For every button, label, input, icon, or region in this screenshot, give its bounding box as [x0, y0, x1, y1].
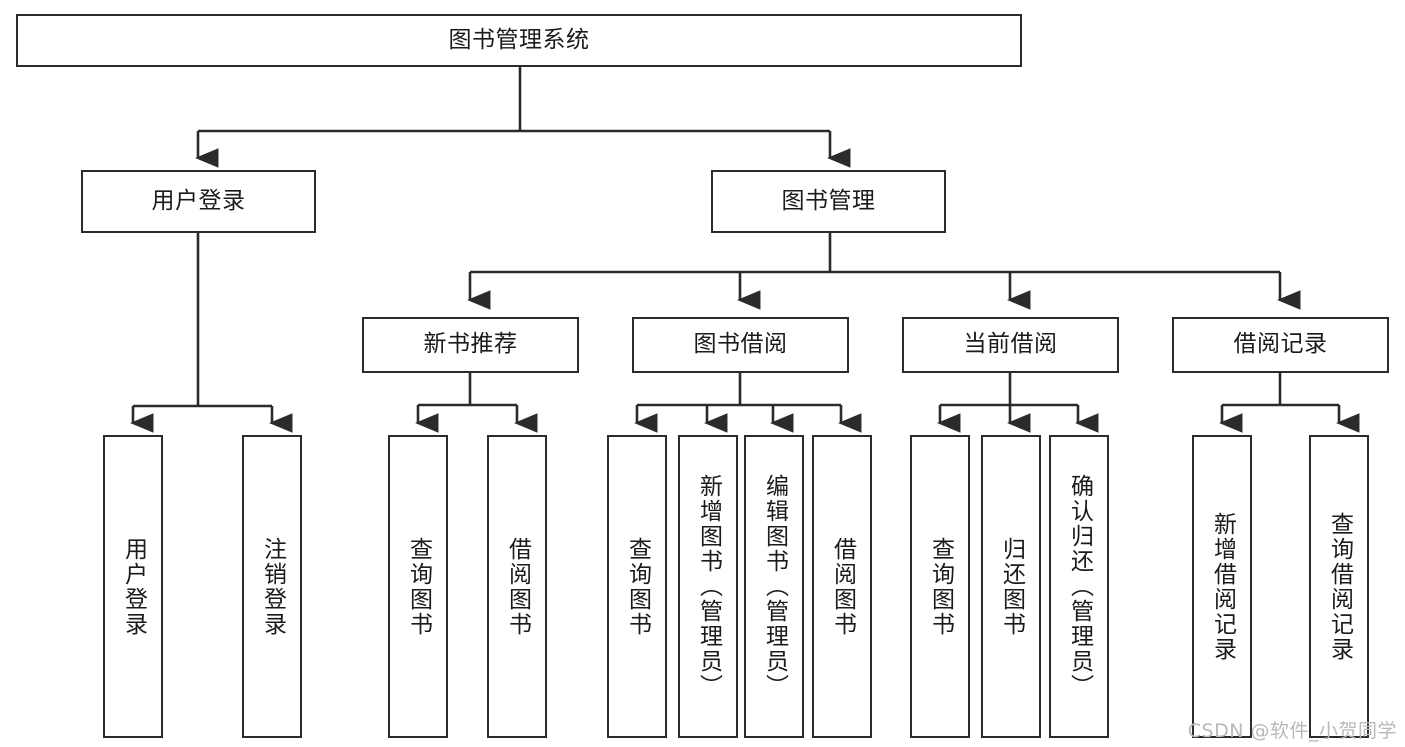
- leaf-label: 编辑图书（管理员）: [761, 474, 788, 699]
- leaf-label: 新增图书（管理员）: [695, 474, 722, 699]
- leaf-user-login-signout[interactable]: 注销登录: [242, 435, 302, 738]
- leaf-record-query-record[interactable]: 查询借阅记录: [1309, 435, 1369, 738]
- csdn-watermark: CSDN @软件_小贺同学: [1187, 720, 1397, 742]
- node-root-label: 图书管理系统: [448, 26, 590, 53]
- leaf-recommend-query-book[interactable]: 查询图书: [388, 435, 448, 738]
- leaf-label: 归还图书: [998, 536, 1025, 637]
- leaf-borrow-borrow-book[interactable]: 借阅图书: [812, 435, 872, 738]
- node-user-login[interactable]: 用户登录: [81, 170, 316, 233]
- leaf-label: 查询图书: [624, 536, 651, 637]
- node-book-management[interactable]: 图书管理: [711, 170, 946, 233]
- node-new-book-recommend-label: 新书推荐: [423, 331, 518, 358]
- leaf-record-add-record[interactable]: 新增借阅记录: [1192, 435, 1252, 738]
- node-borrow-record[interactable]: 借阅记录: [1172, 317, 1389, 373]
- leaf-current-return-book[interactable]: 归还图书: [981, 435, 1041, 738]
- leaf-label: 查询图书: [405, 536, 432, 637]
- node-current-borrow-label: 当前借阅: [963, 331, 1058, 358]
- node-book-borrow[interactable]: 图书借阅: [632, 317, 849, 373]
- node-book-management-label: 图书管理: [781, 187, 876, 214]
- node-current-borrow[interactable]: 当前借阅: [902, 317, 1119, 373]
- leaf-label: 用户登录: [120, 536, 147, 637]
- leaf-label: 确认归还（管理员）: [1066, 474, 1093, 699]
- node-root-system[interactable]: 图书管理系统: [16, 14, 1022, 67]
- leaf-borrow-query-book[interactable]: 查询图书: [607, 435, 667, 738]
- leaf-label: 查询借阅记录: [1326, 511, 1353, 662]
- leaf-label: 借阅图书: [829, 536, 856, 637]
- node-book-borrow-label: 图书借阅: [693, 331, 788, 358]
- leaf-label: 借阅图书: [504, 536, 531, 637]
- leaf-label: 新增借阅记录: [1209, 511, 1236, 662]
- leaf-user-login-signin[interactable]: 用户登录: [103, 435, 163, 738]
- leaf-borrow-add-book-admin[interactable]: 新增图书（管理员）: [678, 435, 738, 738]
- leaf-label: 查询图书: [927, 536, 954, 637]
- leaf-borrow-edit-book-admin[interactable]: 编辑图书（管理员）: [744, 435, 804, 738]
- leaf-label: 注销登录: [259, 536, 286, 637]
- leaf-current-query-book[interactable]: 查询图书: [910, 435, 970, 738]
- leaf-current-confirm-return-admin[interactable]: 确认归还（管理员）: [1049, 435, 1109, 738]
- leaf-recommend-borrow-book[interactable]: 借阅图书: [487, 435, 547, 738]
- node-user-login-label: 用户登录: [151, 187, 246, 214]
- node-new-book-recommend[interactable]: 新书推荐: [362, 317, 579, 373]
- node-borrow-record-label: 借阅记录: [1233, 331, 1328, 358]
